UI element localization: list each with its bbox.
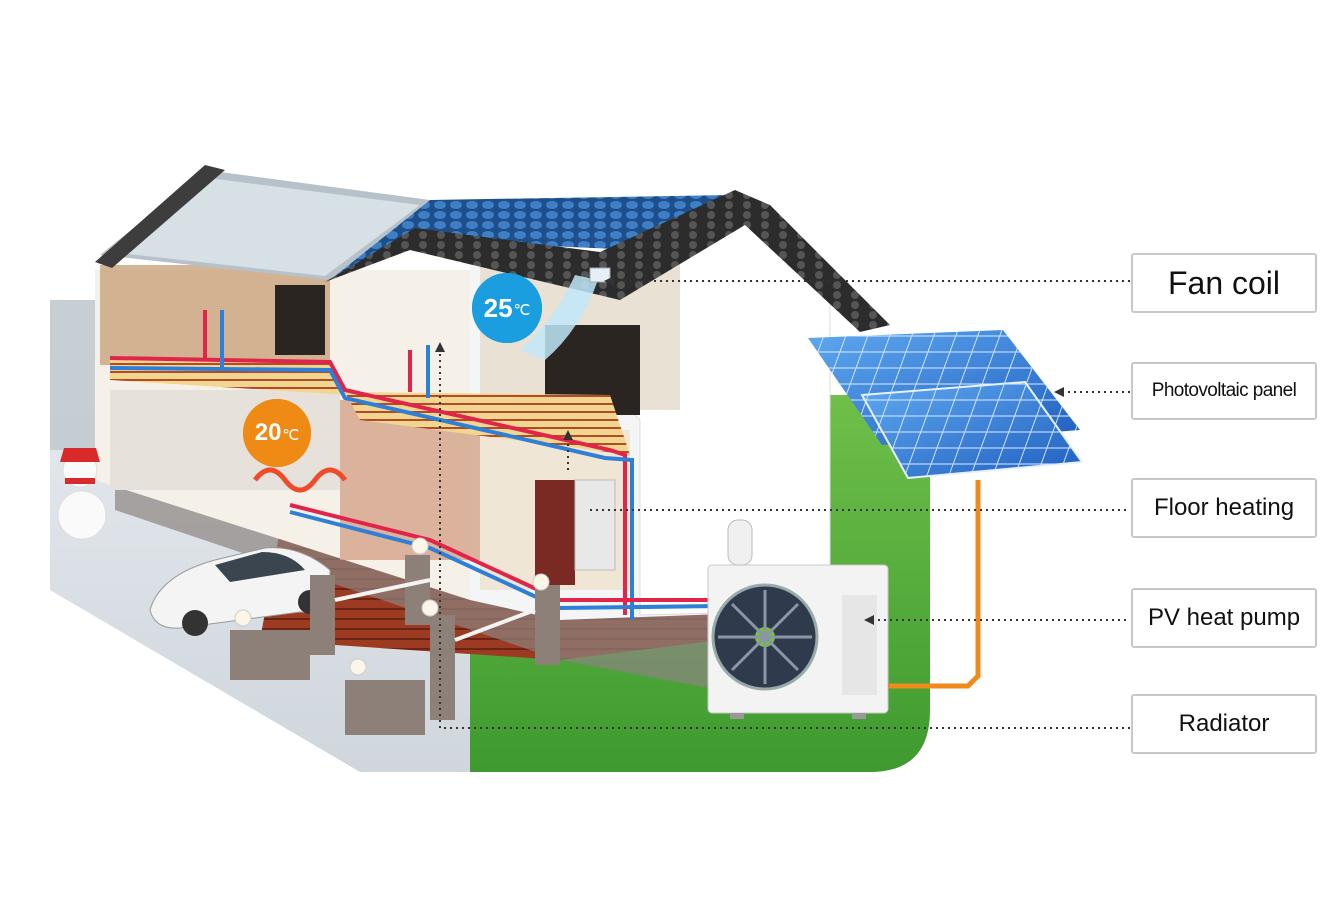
label-floor-heating: Floor heating: [1131, 478, 1317, 538]
temperature-unit: ℃: [513, 302, 531, 319]
fan-coil-unit: [589, 267, 611, 283]
leader-radiator: [439, 350, 1130, 729]
hot-pipe-lower: [289, 503, 720, 602]
heat-pump-unit: [707, 564, 889, 719]
water-tank: [727, 519, 753, 566]
furniture-cabinet: [535, 480, 575, 585]
roof-ridge: [325, 190, 890, 332]
lamp-globes: [234, 537, 550, 676]
furniture-shelf: [275, 285, 325, 355]
cold-pipe-lower: [289, 510, 721, 611]
label-pv-heat-pump: PV heat pump: [1131, 588, 1317, 648]
temperature-lower-value: 20: [254, 419, 282, 446]
wall-radiator: [574, 479, 616, 571]
arrow-left-icon: [435, 276, 1064, 625]
temperature-badge-lower: 20℃: [243, 399, 311, 467]
leader-lines: [439, 280, 1130, 729]
temperature-unit: ℃: [282, 427, 300, 444]
snowman-icon: [57, 448, 107, 540]
label-photovoltaic-panel-text: Photovoltaic panel: [1151, 380, 1297, 401]
cold-pipe-upper: [109, 366, 634, 620]
fan-coil-air: [520, 275, 598, 360]
temperature-badge-upper: 25℃: [472, 273, 542, 343]
label-floor-heating-text: Floor heating: [1153, 494, 1295, 521]
heat-waves: [253, 467, 347, 493]
pv-wire: [888, 480, 981, 689]
label-fan-coil: Fan coil: [1131, 253, 1317, 313]
solar-panel-front: [860, 380, 1084, 480]
label-photovoltaic-panel: Photovoltaic panel: [1131, 362, 1317, 420]
label-fan-coil-text: Fan coil: [1167, 264, 1281, 301]
hot-pipe-upper: [109, 356, 627, 615]
label-pv-heat-pump-text: PV heat pump: [1147, 604, 1301, 631]
roof-right-tiles: [330, 195, 730, 280]
roof-ridge-left: [95, 165, 225, 268]
temperature-upper-value: 25: [483, 292, 513, 323]
fence-rails: [334, 578, 536, 642]
label-radiator-text: Radiator: [1178, 710, 1270, 737]
label-radiator: Radiator: [1131, 694, 1317, 754]
garden-fence: [230, 555, 560, 735]
